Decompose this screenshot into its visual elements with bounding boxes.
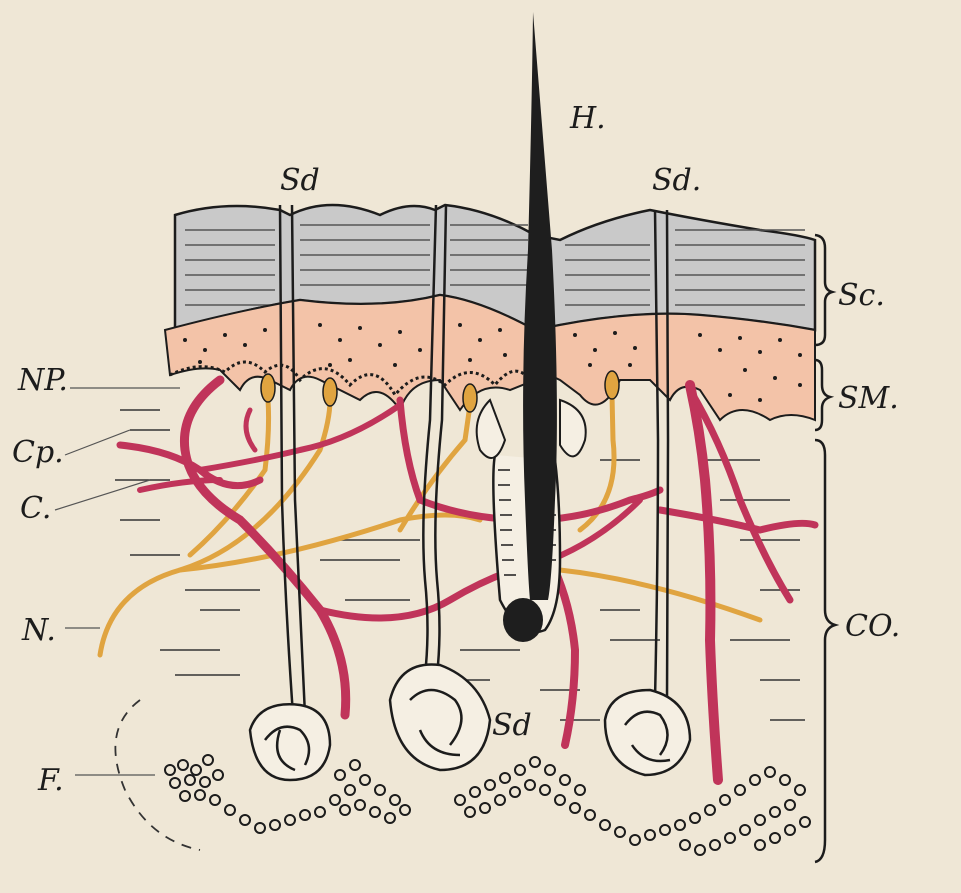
label-stratum-corneum: Sc. [838, 278, 885, 313]
label-capillary: C. [20, 491, 51, 526]
label-stratum-mucosum: SM. [838, 381, 899, 416]
hair-shaft [523, 12, 557, 600]
label-corium: CO. [845, 609, 900, 644]
label-sweat-gland-middle: Sd [492, 708, 532, 743]
label-nerve-papilla: NP. [17, 363, 68, 398]
label-sweat-duct-left: Sd [280, 163, 320, 198]
layer-brackets [815, 235, 835, 862]
label-sweat-duct-right: Sd. [652, 163, 701, 198]
nerve-fibers [100, 395, 760, 655]
sweat-glands [250, 664, 690, 780]
label-nerve: N. [21, 613, 56, 648]
hair-bulb [503, 598, 543, 642]
label-fat: F. [37, 763, 64, 798]
label-capillary-papilla: Cp. [12, 435, 64, 470]
label-hair: H. [569, 101, 606, 136]
